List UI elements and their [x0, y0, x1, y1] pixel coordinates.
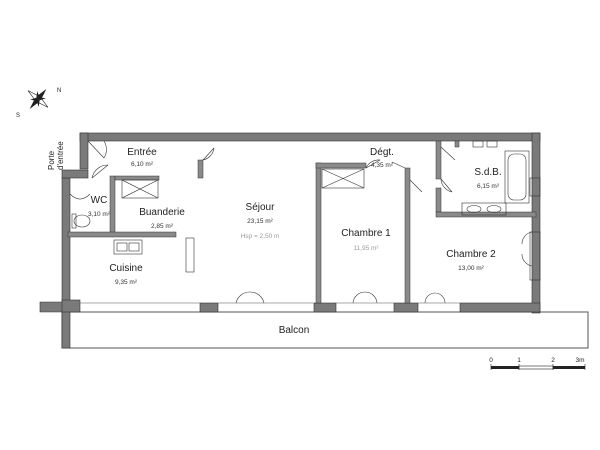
room-name-chambre-1: Chambre 1 [341, 228, 391, 239]
room-name-cuisine: Cuisine [109, 263, 143, 274]
room-name-buanderie: Buanderie [139, 207, 185, 218]
scale-tick-2: 2 [551, 357, 555, 364]
entrance-label: Porte d'entrée [47, 141, 65, 170]
scale-tick-0: 0 [489, 357, 493, 364]
room-area-cuisine: 9,35 m² [115, 279, 138, 286]
room-name-chambre-2: Chambre 2 [446, 249, 496, 260]
balcony-outline [61, 311, 589, 349]
compass-north-letter: N [57, 88, 61, 94]
room-area-buanderie: 2,85 m² [151, 223, 174, 230]
room-name-degt: Dégt. [370, 147, 394, 158]
compass-rose: S N [16, 88, 61, 119]
room-name-sejour: Séjour [246, 202, 276, 213]
room-area-wc: 3,10 m² [88, 211, 111, 218]
room-name-sdb: S.d.B. [474, 167, 501, 178]
entrance-label-line1: Porte [47, 150, 56, 170]
room-area-chambre-2: 13,00 m² [458, 265, 484, 272]
scale-tick-1: 1 [517, 357, 521, 364]
entrance-label-line2: d'entrée [56, 141, 65, 170]
scale-tick-3: 3m [575, 357, 584, 364]
room-height-note-sejour: Hsp = 2,50 m [241, 233, 280, 240]
doors [87, 140, 533, 304]
fixtures [69, 140, 541, 281]
room-area-entree: 6,10 m² [131, 161, 154, 168]
room-name-wc: WC [91, 195, 108, 206]
scale-bar: 0 1 2 3m [489, 357, 586, 370]
exterior-walls [39, 132, 541, 349]
room-area-sdb: 6,15 m² [477, 183, 500, 190]
interior-walls [67, 140, 537, 304]
compass-south-letter: S [16, 113, 20, 119]
room-area-sejour: 23,15 m² [247, 218, 273, 225]
room-area-chambre-1: 11,95 m² [353, 245, 379, 252]
room-area-degt: 4,35 m² [371, 162, 394, 169]
room-name-balcon: Balcon [279, 325, 310, 336]
room-name-entree: Entrée [127, 147, 157, 158]
